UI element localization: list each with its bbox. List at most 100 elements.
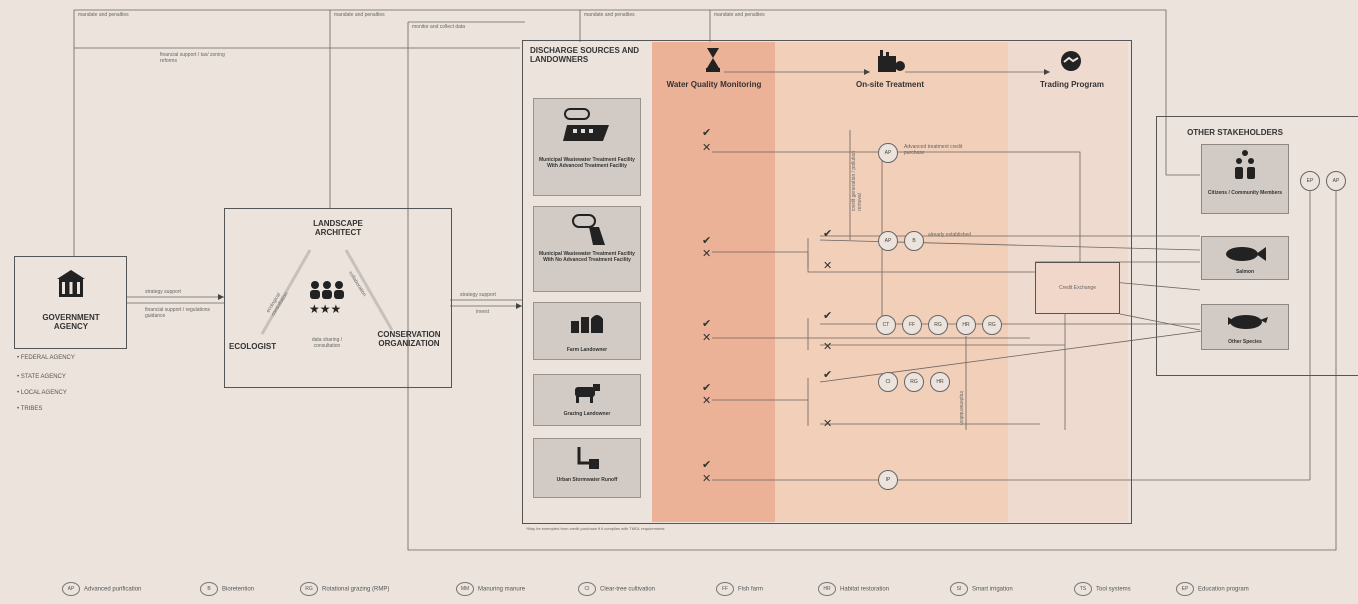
stormwater-icon — [534, 443, 640, 478]
legend-item: SI Smart irrigation — [950, 582, 1013, 596]
agency-type-federal: • FEDERAL AGENCY — [17, 355, 75, 361]
vertical-annotation-1: credit generation / pollution removal — [851, 150, 863, 211]
strategy-support-label-2: strategy support — [460, 292, 496, 298]
practice-circle: HR — [930, 372, 950, 392]
cross-mark: ✕ — [823, 417, 833, 430]
practice-circle: AP — [878, 143, 898, 163]
discharge-footnote: *May be exempted from credit purchase if… — [526, 526, 665, 531]
treatment-band — [775, 42, 1008, 522]
legend-label: Advanced purification — [84, 586, 142, 593]
animal-icon — [1222, 311, 1268, 338]
cross-mark: ✕ — [702, 394, 712, 407]
check-mark: ✔ — [823, 368, 833, 381]
stakeholder-salmon: Salmon — [1201, 236, 1289, 280]
ecologist-label: ECOLOGIST — [229, 342, 277, 351]
legend-label: Fish farm — [738, 586, 764, 593]
ecological-consultation-label: ecological consultation — [265, 291, 290, 318]
legend-code: AP — [62, 582, 80, 596]
legend-item: TS Tool systems — [1074, 582, 1131, 596]
government-building-icon — [53, 265, 89, 306]
credit-exchange-label: Credit Exchange — [1059, 285, 1096, 291]
check-mark: ✔ — [702, 317, 712, 330]
invest-label: invest — [476, 309, 490, 315]
top-flow-label-3: mandate and penalties — [584, 12, 635, 18]
water-monitoring-icon — [703, 46, 723, 79]
practice-circle: CI — [878, 372, 898, 392]
stage-monitoring-title: Water Quality Monitoring — [666, 80, 762, 89]
source-grazing-landowner: Grazing Landowner — [533, 374, 641, 426]
legend-label: Smart irrigation — [972, 586, 1013, 593]
farm-icon — [534, 307, 640, 340]
other-stakeholders-box — [1156, 116, 1358, 376]
check-mark: ✔ — [702, 234, 712, 247]
fish-icon — [1224, 245, 1268, 268]
practice-circle: EP — [1300, 171, 1320, 191]
handshake-icon — [1058, 50, 1084, 77]
legend-label: Bioretention — [222, 586, 255, 593]
monitoring-band — [652, 42, 775, 522]
government-agency-title: GOVERNMENT AGENCY — [42, 313, 100, 331]
stakeholder-label: Other Species — [1228, 339, 1262, 345]
cross-mark: ✕ — [823, 259, 833, 272]
check-mark: ✔ — [702, 458, 712, 471]
strategy-support-label-1: strategy support — [145, 289, 181, 295]
practice-circle: RG — [904, 372, 924, 392]
source-label: Grazing Landowner — [563, 411, 611, 417]
legend-code: CI — [578, 582, 596, 596]
onsite-treatment-icon — [876, 48, 906, 79]
check-mark: ✔ — [702, 381, 712, 394]
discharge-sources-title: DISCHARGE SOURCES AND LANDOWNERS — [530, 46, 640, 64]
legend-code: TS — [1074, 582, 1092, 596]
legend-label: Manuring manure — [478, 586, 526, 593]
conservation-organization-label: CONSERVATION ORGANIZATION — [377, 330, 441, 348]
collaboration-label: collaboration — [347, 270, 368, 298]
legend-label: Rotational grazing (RMP) — [322, 586, 390, 593]
legend-code: FF — [716, 582, 734, 596]
landscape-architect-title: LANDSCAPE ARCHITECT — [313, 219, 363, 237]
source-farm-landowner: Farm Landowner — [533, 302, 641, 360]
legend-code: EP — [1176, 582, 1194, 596]
top-flow-label-2: mandate and penalties — [334, 12, 385, 18]
source-label: Farm Landowner — [566, 347, 608, 353]
legend-code: SI — [950, 582, 968, 596]
source-municipal-advanced: Municipal Wastewater Treatment Facility … — [533, 98, 641, 196]
stakeholder-citizens: Citizens / Community Members — [1201, 144, 1289, 214]
legend-code: MM — [456, 582, 474, 596]
government-agency-box: GOVERNMENT AGENCY — [14, 256, 127, 349]
credit-exchange-box: Credit Exchange — [1035, 262, 1120, 314]
practice-circle: FF — [902, 315, 922, 335]
source-urban-stormwater: Urban Stormwater Runoff — [533, 438, 641, 498]
agency-type-tribes: • TRIBES — [17, 406, 43, 412]
legend-label: Tool systems — [1096, 586, 1131, 593]
data-sharing-label: data sharing / consultation — [311, 337, 343, 349]
practice-circle: IP — [878, 470, 898, 490]
top-flow-label-4: mandate and penalties — [714, 12, 765, 18]
source-label: Urban Stormwater Runoff — [556, 477, 618, 483]
financial-support-label-2: financial support / regulations guidance — [145, 307, 211, 319]
monitor-collect-label: monitor and collect data — [412, 24, 466, 30]
pipe-outfall-icon — [534, 211, 640, 252]
stage-onsite-title: On-site Treatment — [855, 80, 924, 89]
practice-circle: CT — [876, 315, 896, 335]
legend-item: AP Advanced purification — [62, 582, 141, 596]
community-icon — [1232, 149, 1258, 186]
legend-label: Clear-tree cultivation — [600, 586, 656, 593]
practice-circle: RG — [928, 315, 948, 335]
legend-label: Habitat restoration — [840, 586, 890, 593]
check-mark: ✔ — [702, 126, 712, 139]
advanced-credit-label: Advanced treatment credit purchase — [904, 144, 963, 156]
agency-type-local: • LOCAL AGENCY — [17, 390, 67, 396]
stakeholder-label: Citizens / Community Members — [1207, 190, 1283, 196]
other-stakeholders-title: OTHER STAKEHOLDERS — [1187, 128, 1283, 137]
treatment-facility-icon — [534, 105, 640, 150]
practice-circle: B — [904, 231, 924, 251]
team-group-icon: ★★★ — [305, 277, 349, 322]
cattle-icon — [534, 379, 640, 410]
stakeholder-label: Salmon — [1235, 269, 1255, 275]
legend-item: B Bioretention — [200, 582, 254, 596]
source-label: Municipal Wastewater Treatment Facility … — [539, 251, 635, 263]
legend-code: B — [200, 582, 218, 596]
legend-label: Education program — [1198, 586, 1249, 593]
cross-mark: ✕ — [702, 247, 712, 260]
